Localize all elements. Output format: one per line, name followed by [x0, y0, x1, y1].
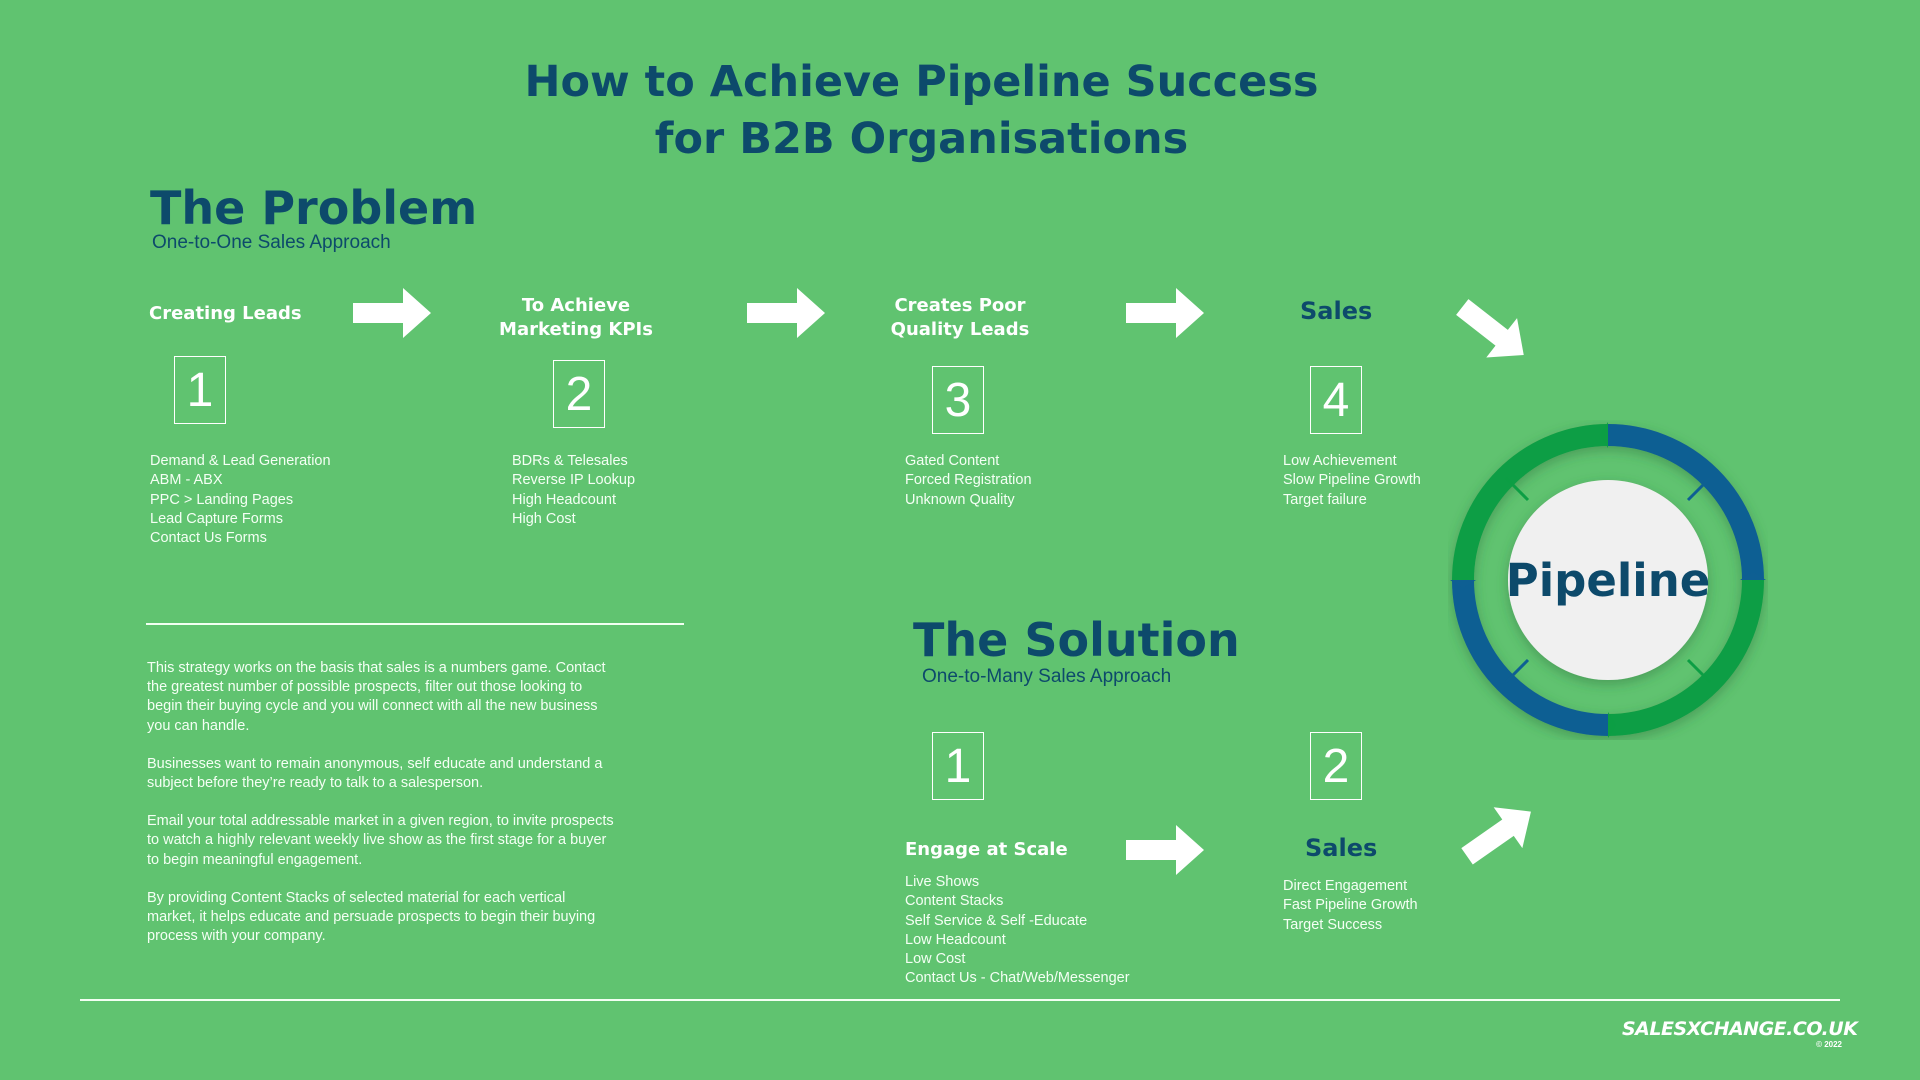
right-arrow-icon — [1126, 825, 1204, 875]
down-right-arrow-icon — [1456, 299, 1524, 358]
solution-step-2-list: Direct Engagement Fast Pipeline Growth T… — [1283, 877, 1418, 935]
list-item: Low Headcount — [905, 931, 1006, 948]
solution-step-2-number-box: 2 — [1310, 732, 1362, 800]
list-item: Forced Registration — [905, 472, 1032, 489]
right-arrow-icon — [353, 288, 431, 338]
list-item: Self Service & Self -Educate — [905, 912, 1088, 929]
section-divider — [146, 623, 684, 625]
problem-step-4-heading: Sales — [1300, 299, 1372, 323]
problem-step-4-heading-line: Sales — [1300, 297, 1373, 325]
problem-step-3-heading-line-1: Creates Poor — [894, 295, 1026, 316]
list-item: ABM - ABX — [150, 472, 223, 489]
problem-step-3-heading: Creates Poor Quality Leads — [880, 294, 1040, 342]
footer-divider — [80, 999, 1840, 1001]
list-item: Direct Engagement — [1283, 878, 1408, 894]
logo-text: SALESXCHANGE.CO.UK — [1622, 1018, 1858, 1040]
list-item: Reverse IP Lookup — [512, 472, 636, 489]
list-item: Target failure — [1283, 491, 1367, 508]
salesxchange-logo: SALESXCHANGE.CO.UK © 2022 — [1622, 1018, 1858, 1054]
list-item: Lead Capture Forms — [150, 510, 283, 527]
problem-step-1-number-box: 1 — [174, 356, 226, 424]
problem-step-1-list: Demand & Lead Generation ABM - ABX PPC >… — [150, 452, 331, 548]
list-item: PPC > Landing Pages — [150, 491, 294, 508]
solution-heading: The Solution — [913, 613, 1240, 667]
problem-subheading: One-to-One Sales Approach — [152, 232, 391, 253]
solution-step-2-heading: Sales — [1305, 834, 1378, 862]
title-line-2: for B2B Organisations — [654, 114, 1189, 164]
problem-step-2-heading-line-2: Marketing KPIs — [499, 319, 653, 340]
right-arrow-icon — [747, 288, 825, 338]
paragraph: Email your total addressable market in a… — [147, 813, 614, 868]
list-item: High Headcount — [512, 491, 616, 508]
list-item: Low Achievement — [1283, 453, 1397, 469]
list-item: Contact Us - Chat/Web/Messenger — [905, 970, 1130, 987]
problem-step-3-list: Gated Content Forced Registration Unknow… — [905, 452, 1032, 510]
paragraph: Businesses want to remain anonymous, sel… — [147, 755, 603, 792]
list-item: Slow Pipeline Growth — [1283, 472, 1421, 489]
problem-step-4-number-box: 4 — [1310, 366, 1362, 434]
list-item: Fast Pipeline Growth — [1283, 897, 1418, 914]
list-item: Demand & Lead Generation — [150, 453, 331, 469]
paragraph: By providing Content Stacks of selected … — [147, 889, 596, 945]
problem-step-1-heading-line: Creating Leads — [149, 303, 302, 324]
pipeline-label: Pipeline — [1505, 553, 1711, 607]
problem-step-2-list: BDRs & Telesales Reverse IP Lookup High … — [512, 452, 635, 529]
strategy-description: This strategy works on the basis that sa… — [147, 659, 617, 965]
problem-step-4-list: Low Achievement Slow Pipeline Growth Tar… — [1283, 452, 1421, 510]
solution-step-1-heading: Engage at Scale — [905, 839, 1068, 860]
title-line-1: How to Achieve Pipeline Success — [524, 57, 1319, 107]
problem-step-1-heading: Creating Leads — [149, 302, 302, 326]
list-item: Target Success — [1283, 916, 1383, 933]
up-right-arrow-icon — [1461, 807, 1531, 865]
list-item: Contact Us Forms — [150, 530, 267, 547]
list-item: Unknown Quality — [905, 491, 1015, 508]
problem-step-2-heading-line-1: To Achieve — [521, 295, 631, 316]
solution-step-1-number-box: 1 — [932, 732, 984, 800]
problem-step-2-heading: To Achieve Marketing KPIs — [496, 294, 656, 342]
logo-year: © 2022 — [1816, 1040, 1842, 1049]
solution-step-1-list: Live Shows Content Stacks Self Service &… — [905, 873, 1130, 989]
pipeline-cycle-ring — [1450, 422, 1766, 738]
paragraph: This strategy works on the basis that sa… — [147, 660, 606, 734]
list-item: Live Shows — [905, 874, 980, 890]
problem-step-3-heading-line-2: Quality Leads — [890, 319, 1030, 340]
problem-step-3-number-box: 3 — [932, 366, 984, 434]
list-item: High Cost — [512, 510, 576, 527]
right-arrow-icon — [1126, 288, 1204, 338]
solution-subheading: One-to-Many Sales Approach — [922, 666, 1172, 687]
list-item: BDRs & Telesales — [512, 453, 628, 469]
page-title: How to Achieve Pipeline Success for B2B … — [0, 54, 1843, 168]
list-item: Gated Content — [905, 453, 1000, 469]
list-item: Low Cost — [905, 951, 966, 968]
problem-heading: The Problem — [150, 181, 478, 235]
list-item: Content Stacks — [905, 893, 1004, 910]
problem-step-2-number-box: 2 — [553, 360, 605, 428]
